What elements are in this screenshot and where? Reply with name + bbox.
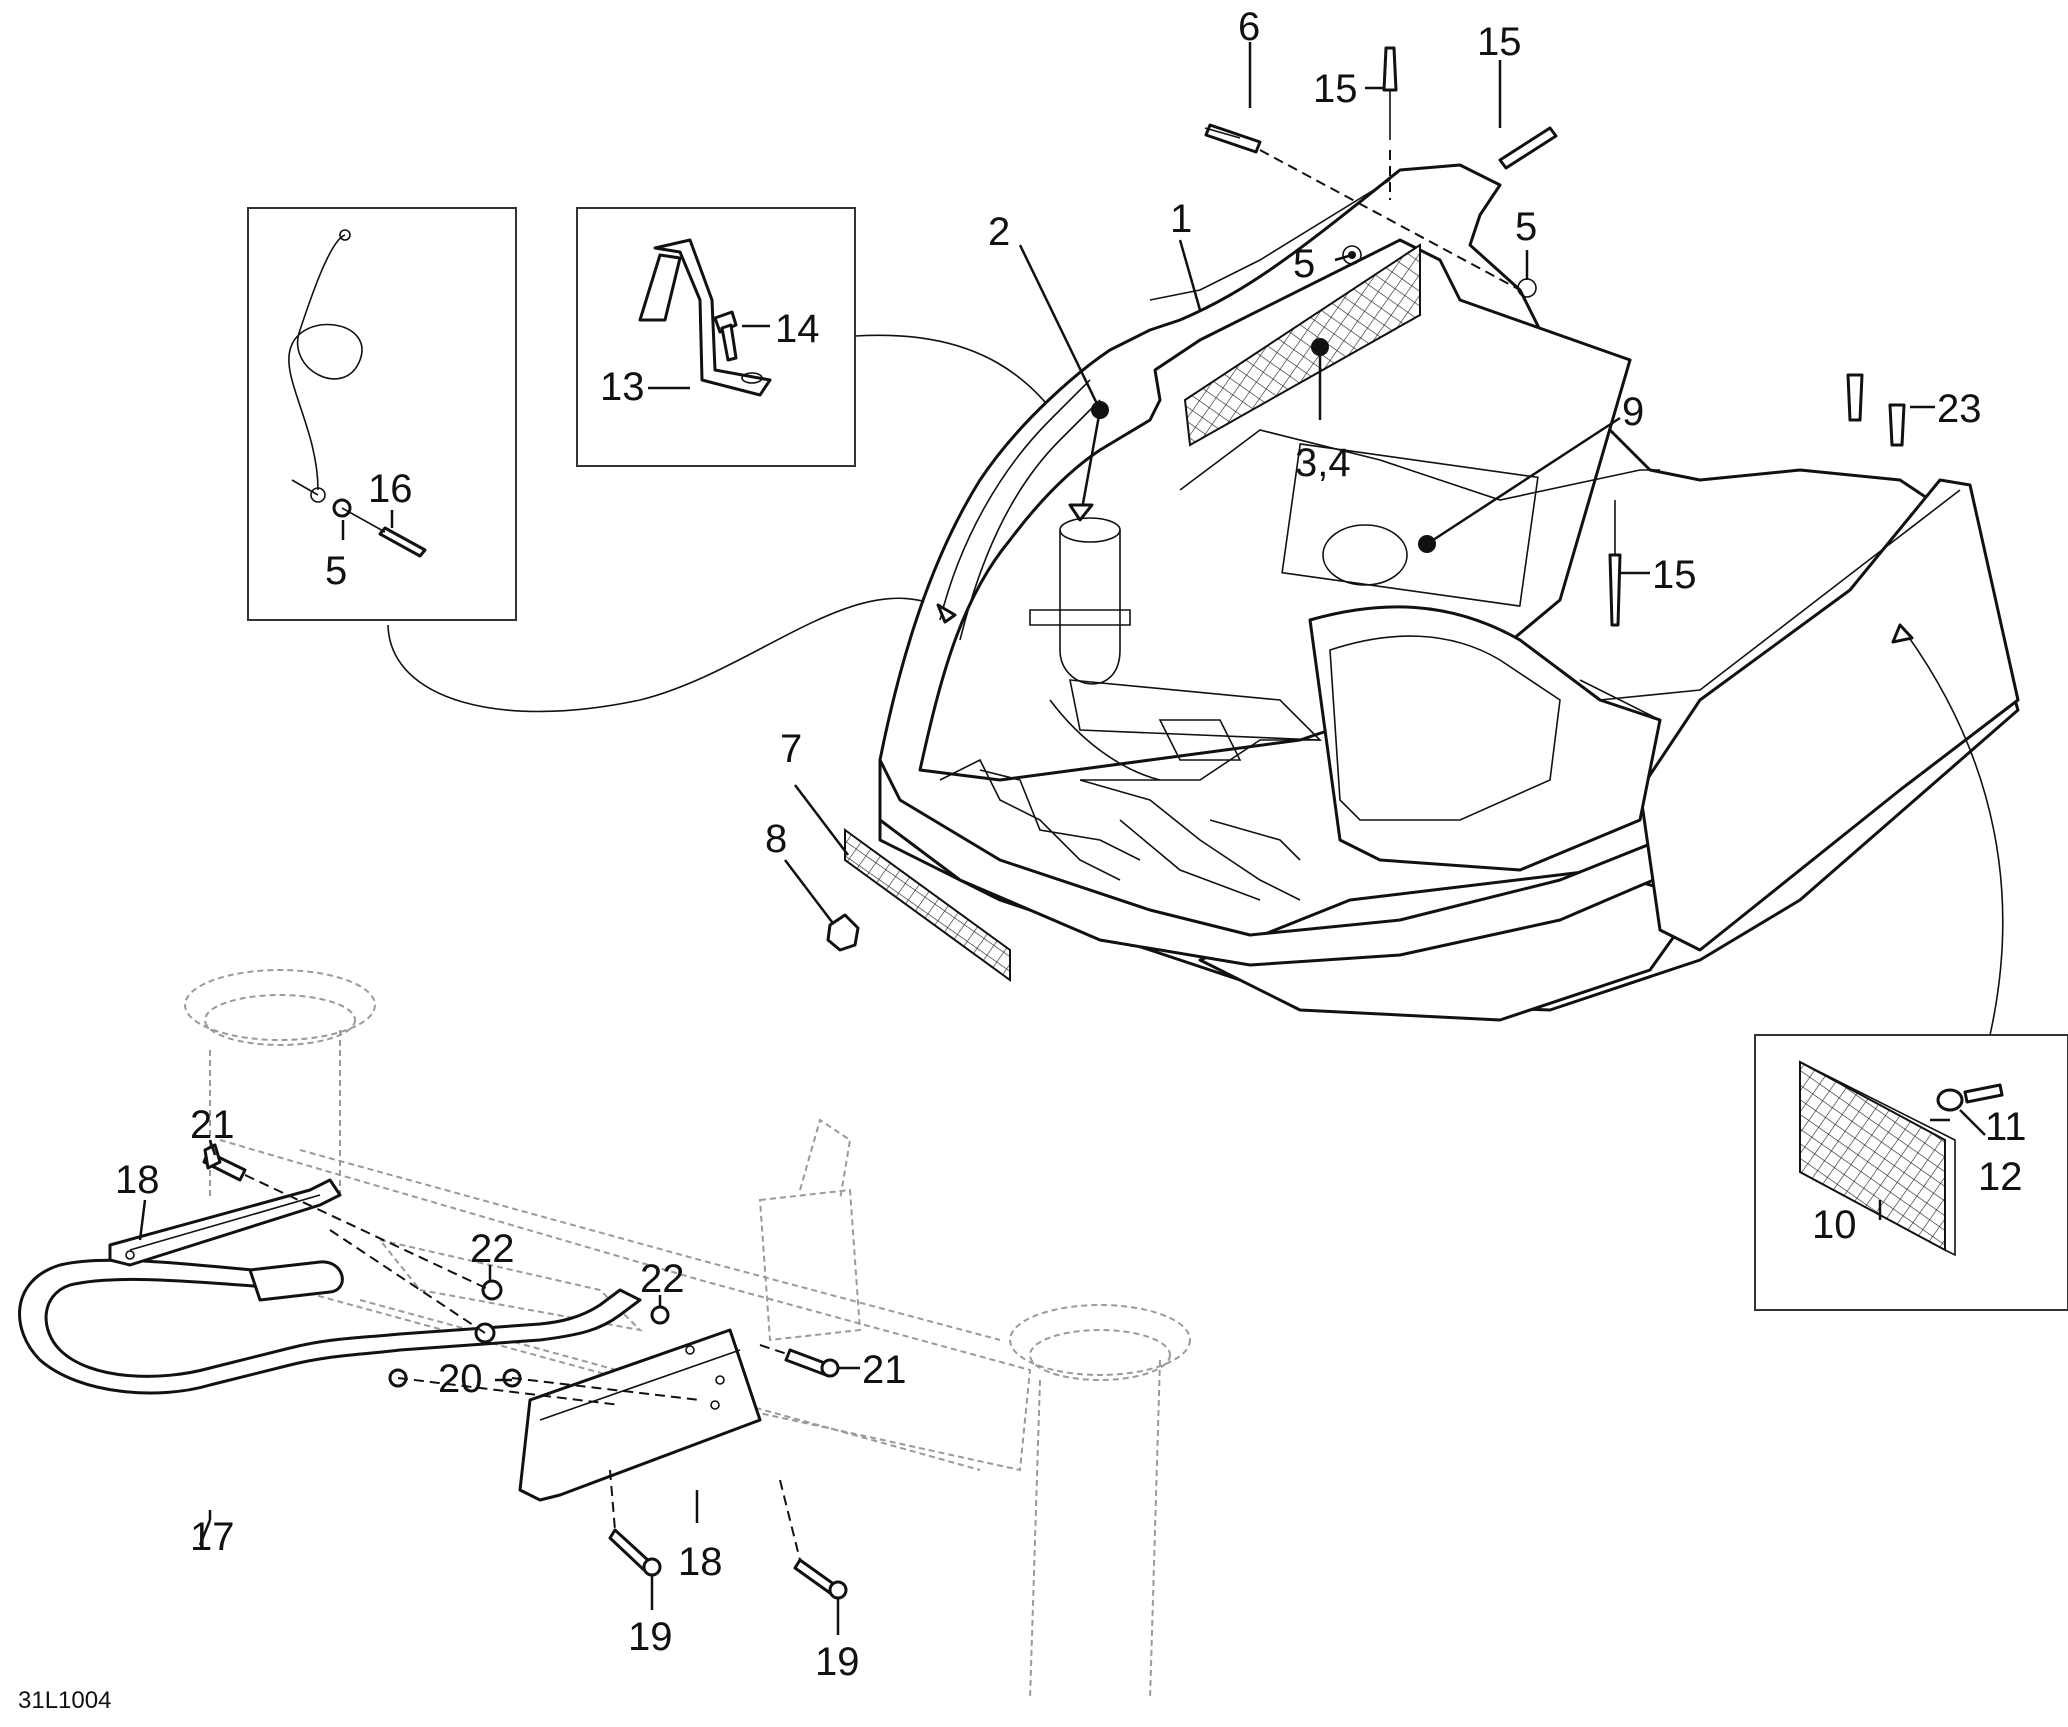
callout-18-left: 18 — [115, 1158, 160, 1202]
hardware-nut-8 — [826, 913, 860, 952]
bracket-18-left — [108, 1178, 342, 1267]
inset-side-reflector — [1754, 1034, 2068, 1311]
bolt-21-left — [202, 1143, 247, 1182]
nut-22-upper — [481, 1279, 503, 1301]
arrow-head — [1068, 503, 1094, 522]
nut-22-lower — [474, 1322, 496, 1344]
callout-12: 12 — [1978, 1155, 2023, 1199]
front-bumper-17 — [18, 1258, 642, 1395]
front-cover-assembly — [844, 163, 2020, 1022]
nut-22-right — [650, 1305, 670, 1325]
callout-leaders — [138, 42, 1986, 1635]
bracket-18-right — [518, 1328, 762, 1502]
callout-3-4: 3,4 — [1295, 441, 1351, 485]
hardware-rivet-15-top — [1382, 46, 1398, 140]
callout-8: 8 — [765, 817, 787, 861]
callout-15-mid: 15 — [1652, 553, 1697, 597]
callout-6: 6 — [1238, 5, 1260, 49]
inset-tether-cord — [247, 207, 517, 621]
callout-10: 10 — [1812, 1203, 1857, 1247]
callout-5-inset: 5 — [325, 549, 347, 593]
callout-22-right: 22 — [640, 1257, 685, 1301]
callout-5-right: 5 — [1515, 205, 1537, 249]
callout-23: 23 — [1937, 387, 1982, 431]
bolt-19-right — [793, 1558, 848, 1600]
callout-1: 1 — [1170, 197, 1192, 241]
bolt-19-left — [608, 1528, 662, 1577]
callout-9: 9 — [1622, 390, 1644, 434]
callout-11: 11 — [1985, 1105, 2027, 1149]
hardware-rivet-15-right — [1498, 126, 1558, 170]
callout-18-right: 18 — [678, 1540, 723, 1584]
vent-mesh — [1183, 243, 1421, 447]
callout-7: 7 — [780, 727, 802, 771]
callout-21-right: 21 — [862, 1348, 907, 1392]
bolt-21-right — [784, 1348, 840, 1378]
callout-19-right: 19 — [815, 1640, 860, 1684]
hardware-rivet-6 — [1204, 123, 1262, 154]
callout-21-left: 21 — [190, 1103, 235, 1147]
callout-13: 13 — [600, 365, 645, 409]
figure-id: 31L1004 — [18, 1687, 111, 1714]
hardware-rivet-15-mid — [1608, 500, 1622, 627]
callout-5-top: 5 — [1293, 242, 1315, 286]
callout-16: 16 — [368, 467, 413, 511]
frame-ghost — [184, 969, 1191, 1701]
callout-15-right: 15 — [1477, 20, 1522, 64]
inset-leader-tether — [387, 597, 951, 713]
callout-19-left: 19 — [628, 1615, 673, 1659]
callout-22-left: 22 — [470, 1227, 515, 1271]
callout-15-top: 15 — [1313, 67, 1358, 111]
callout-20: 20 — [438, 1357, 483, 1401]
hardware-screw-23 — [1846, 373, 1906, 447]
callout-2: 2 — [988, 210, 1010, 254]
inset-bracket — [576, 207, 856, 467]
callout-14: 14 — [775, 307, 820, 351]
callout-labels: 1 2 3,4 5 5 5 6 7 8 9 10 11 12 13 14 15 … — [115, 5, 2027, 1684]
arrow-head — [1891, 623, 1914, 644]
inset-leader-reflector — [1899, 624, 2004, 1036]
callout-17: 17 — [190, 1515, 235, 1559]
arrow-head — [936, 603, 957, 624]
